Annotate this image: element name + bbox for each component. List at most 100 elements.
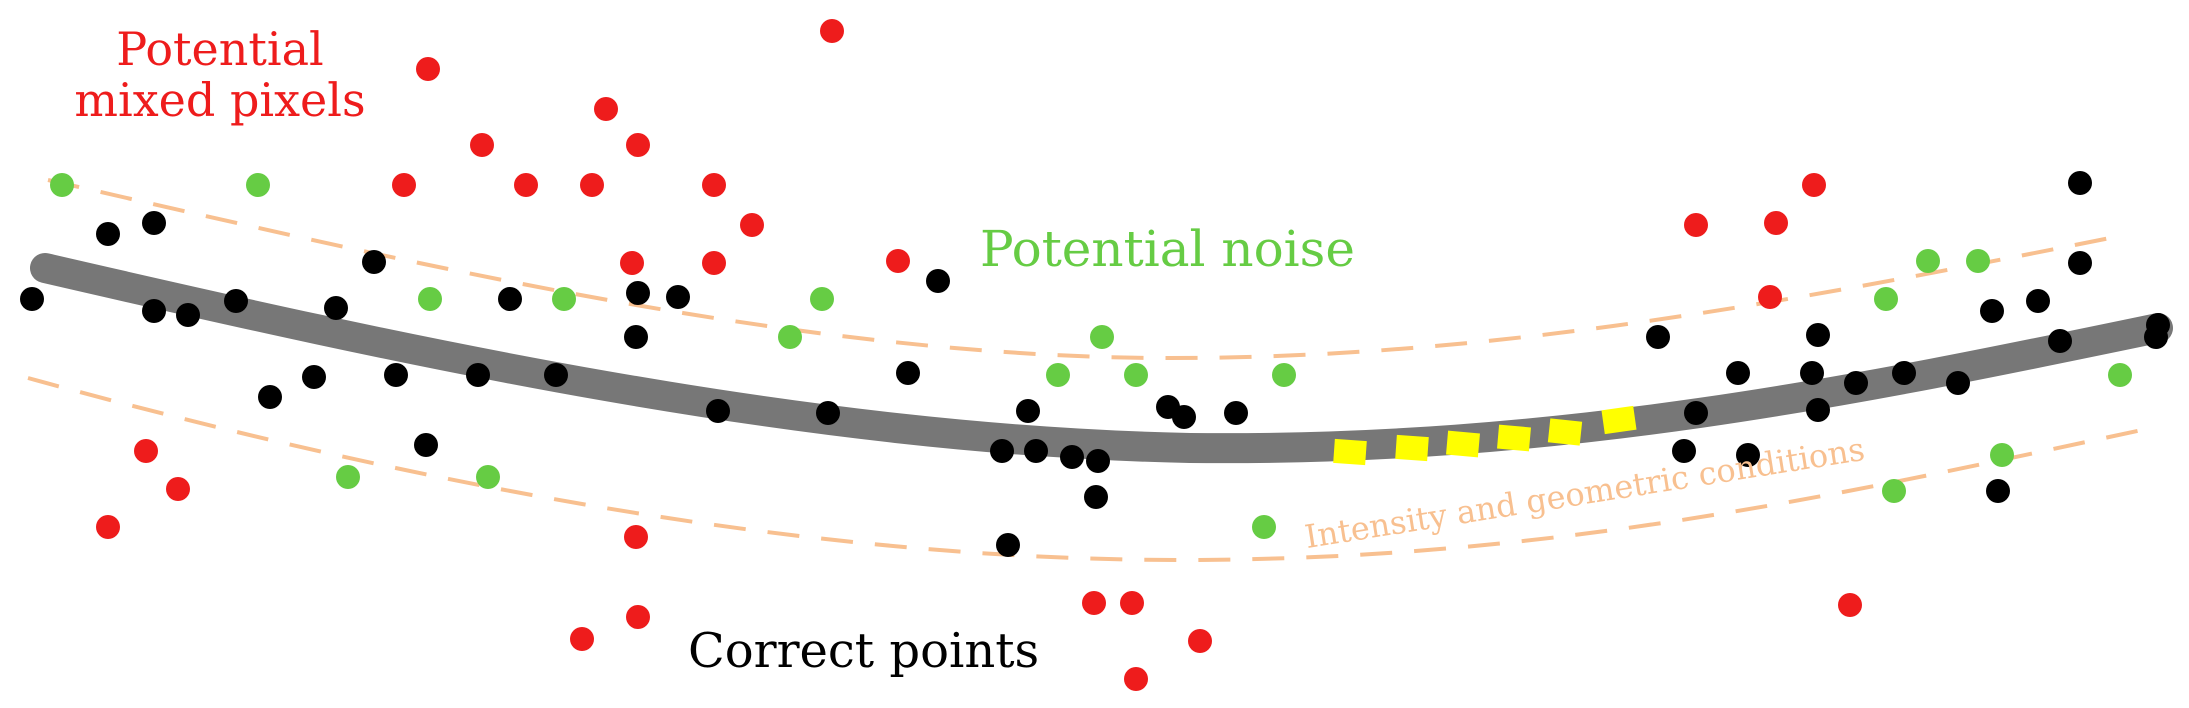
mixed-pixel-point [626,605,650,629]
correct-point [1980,299,2004,323]
correct-point [176,303,200,327]
noise-point [1272,363,1296,387]
noise-point [1046,363,1070,387]
points-layer [20,19,2170,691]
mixed-pixel-point [886,249,910,273]
correct-point [1986,479,2010,503]
noise-point [810,287,834,311]
correct-point [1800,361,1824,385]
lane-marking-segment [1497,424,1531,452]
mixed-pixels-label-line2: mixed pixels [74,72,366,127]
correct-point [544,363,568,387]
noise-point [50,173,74,197]
correct-point [142,211,166,235]
noise-point [1990,443,2014,467]
correct-point [1684,401,1708,425]
correct-point [96,222,120,246]
correct-point [926,269,950,293]
mixed-pixel-point [1838,593,1862,617]
noise-point [246,173,270,197]
correct-point [624,325,648,349]
mixed-pixel-point [740,213,764,237]
mixed-pixel-point [416,57,440,81]
lane-marking-segment [1333,438,1367,466]
noise-point [336,465,360,489]
correct-point [1946,371,1970,395]
mixed-pixel-point [96,515,120,539]
correct-point [706,399,730,423]
correct-point [626,281,650,305]
mixed-pixel-point [166,477,190,501]
mixed-pixel-point [620,251,644,275]
mixed-pixels-label: Potential mixed pixels [60,24,380,125]
correct-point [466,363,490,387]
correct-point [2068,251,2092,275]
correct-point [1172,405,1196,429]
mixed-pixel-point [134,439,158,463]
correct-point [2026,289,2050,313]
lower-boundary-layer [27,376,2143,563]
mixed-pixel-point [580,173,604,197]
correct-point [362,250,386,274]
correct-point [1084,485,1108,509]
mixed-pixel-point [702,251,726,275]
correct-point [1060,445,1084,469]
correct-point [20,287,44,311]
correct-point [384,363,408,387]
noise-point [1124,363,1148,387]
correct-point [816,401,840,425]
noise-point [778,325,802,349]
mixed-pixel-point [1764,211,1788,235]
correct-point [1726,361,1750,385]
mixed-pixel-point [1802,173,1826,197]
correct-point [990,439,1014,463]
correct-point [666,285,690,309]
correct-point [324,296,348,320]
mixed-pixel-point [470,133,494,157]
marking-layer [1333,405,1637,466]
correct-point [258,385,282,409]
mixed-pixel-point [702,173,726,197]
mixed-pixel-point [570,627,594,651]
mixed-pixel-point [1082,591,1106,615]
mixed-pixels-label-line1: Potential [116,22,324,76]
lane-marking-segment [1547,418,1583,446]
noise-point [1916,249,1940,273]
correct-point [2146,313,2170,337]
mixed-pixel-point [594,97,618,121]
upper-boundary-line [47,178,2126,361]
correct-point [414,433,438,457]
correct-point [896,361,920,385]
correct-point [1224,401,1248,425]
noise-point [476,465,500,489]
mixed-pixel-point [1684,213,1708,237]
correct-point [2068,171,2092,195]
correct-point [1892,361,1916,385]
correct-point [1736,443,1760,467]
correct-point [302,365,326,389]
correct-point [2048,329,2072,353]
noise-point [1874,287,1898,311]
correct-point [996,533,1020,557]
mixed-pixel-point [820,19,844,43]
correct-point [1024,439,1048,463]
upper-boundary-layer [47,178,2126,361]
correct-point [1016,399,1040,423]
road-centerline [30,253,2173,464]
correct-point [142,299,166,323]
mixed-pixel-point [1120,591,1144,615]
mixed-pixel-point [392,173,416,197]
noise-point [1882,479,1906,503]
correct-point [1806,323,1830,347]
correct-point [1672,439,1696,463]
mixed-pixel-point [514,173,538,197]
mixed-pixel-point [1188,629,1212,653]
noise-point [1090,325,1114,349]
potential-noise-label: Potential noise [980,220,1355,278]
correct-point [1646,325,1670,349]
correct-point [1844,371,1868,395]
mixed-pixel-point [626,133,650,157]
lane-marking-segment [1601,405,1637,435]
noise-point [2108,363,2132,387]
